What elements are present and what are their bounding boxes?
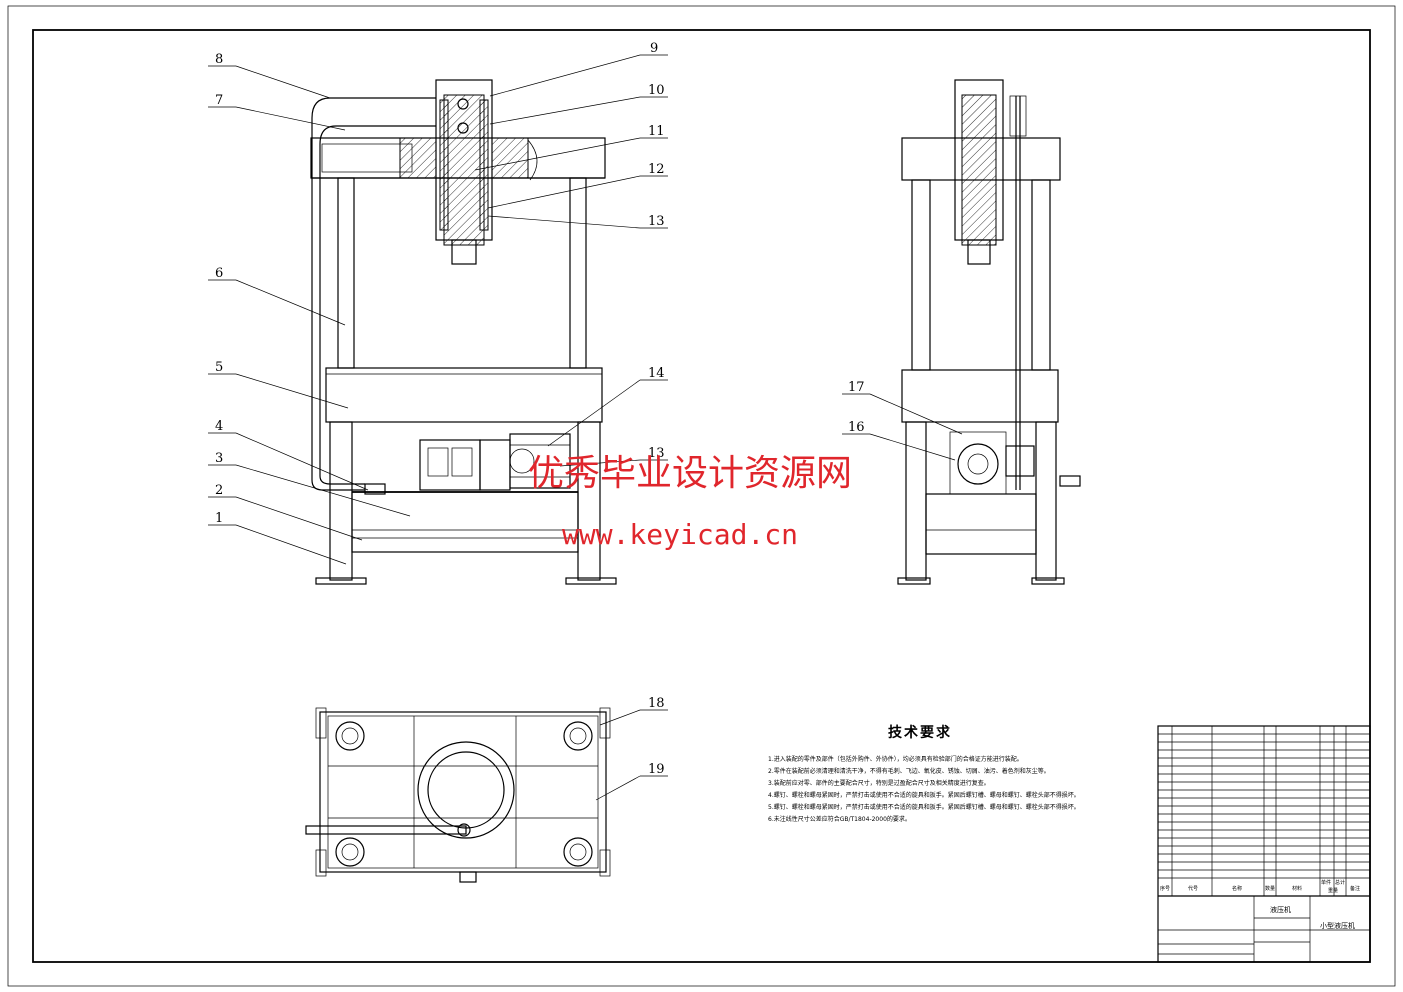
bom-header-unit: 单件 <box>1321 879 1331 886</box>
part-label: 14 <box>648 366 665 381</box>
part-label: 12 <box>648 162 665 177</box>
watermark-text: 优秀毕业设计资源网 <box>528 453 853 494</box>
part-label: 1 <box>215 511 223 526</box>
outer-border <box>7 5 1396 987</box>
tech-requirement-line: 4.螺钉、螺栓和螺母紧固时，严禁打击或使用不合适的旋具和扳手。紧固后螺钉槽、螺母… <box>768 792 1080 799</box>
tech-requirement-line: 5.螺钉、螺栓和螺母紧固时，严禁打击或使用不合适的旋具和扳手。紧固后螺钉槽、螺母… <box>768 804 1080 811</box>
tech-requirement-line: 6.未注线性尺寸公差应符合GB/T1804-2000的要求。 <box>768 816 911 823</box>
part-label: 9 <box>650 41 658 56</box>
part-label: 8 <box>215 52 223 67</box>
part-label: 2 <box>215 483 223 498</box>
part-label: 19 <box>648 762 665 777</box>
part-label: 6 <box>215 266 223 281</box>
drawing-name: 液压机 <box>1270 905 1291 914</box>
part-label: 3 <box>215 451 223 466</box>
watermark-url: www.keyicad.cn <box>562 518 799 551</box>
tech-requirement-line: 1.进入装配的零件及部件（包括外购件、外协件），均必须具有检验部门的合格证方能进… <box>768 756 1023 763</box>
bom-header-material: 材料 <box>1292 885 1302 892</box>
bom-header-weight: 重量 <box>1328 887 1338 894</box>
top-view <box>305 707 611 883</box>
part-label: 10 <box>648 83 665 98</box>
bom-row-lines <box>1158 733 1370 879</box>
part-label: 11 <box>648 124 665 139</box>
part-numbers: 1 2 3 4 5 6 7 8 9 10 11 12 13 14 13 17 1… <box>215 41 865 777</box>
bom-header-remark: 备注 <box>1350 885 1360 892</box>
part-label: 13 <box>648 446 665 461</box>
part-label: 18 <box>648 696 665 711</box>
bom-header-qty: 数量 <box>1265 885 1275 892</box>
tech-requirement-line: 2.零件在装配前必须清理和清洗干净，不得有毛刺、飞边、氧化皮、锈蚀、切屑、油污、… <box>768 768 1050 775</box>
front-view <box>310 79 617 585</box>
part-label: 7 <box>215 93 223 108</box>
part-label: 5 <box>215 360 223 375</box>
bom-header-name: 名称 <box>1232 885 1242 892</box>
bom-header-total: 总计 <box>1335 879 1345 886</box>
part-label: 13 <box>648 214 665 229</box>
leader-lines <box>208 54 963 801</box>
tech-requirement-line: 3.装配前应对零、部件的主要配合尺寸，特别是过盈配合尺寸及相关精度进行复查。 <box>768 780 990 787</box>
bom-header-code: 代号 <box>1188 885 1198 892</box>
bom-table: 序号 代号 名称 数量 材料 单件 总计 重量 备注 液压机 小型液压机 <box>1157 725 1371 963</box>
bom-header-index: 序号 <box>1160 885 1170 892</box>
drawing-number: 小型液压机 <box>1320 921 1355 930</box>
tech-requirements-title: 技术要求 <box>888 725 952 741</box>
part-label: 17 <box>848 380 865 395</box>
part-label: 4 <box>215 419 223 434</box>
part-label: 16 <box>848 420 865 435</box>
side-view <box>897 79 1081 585</box>
inner-border <box>32 29 1371 963</box>
